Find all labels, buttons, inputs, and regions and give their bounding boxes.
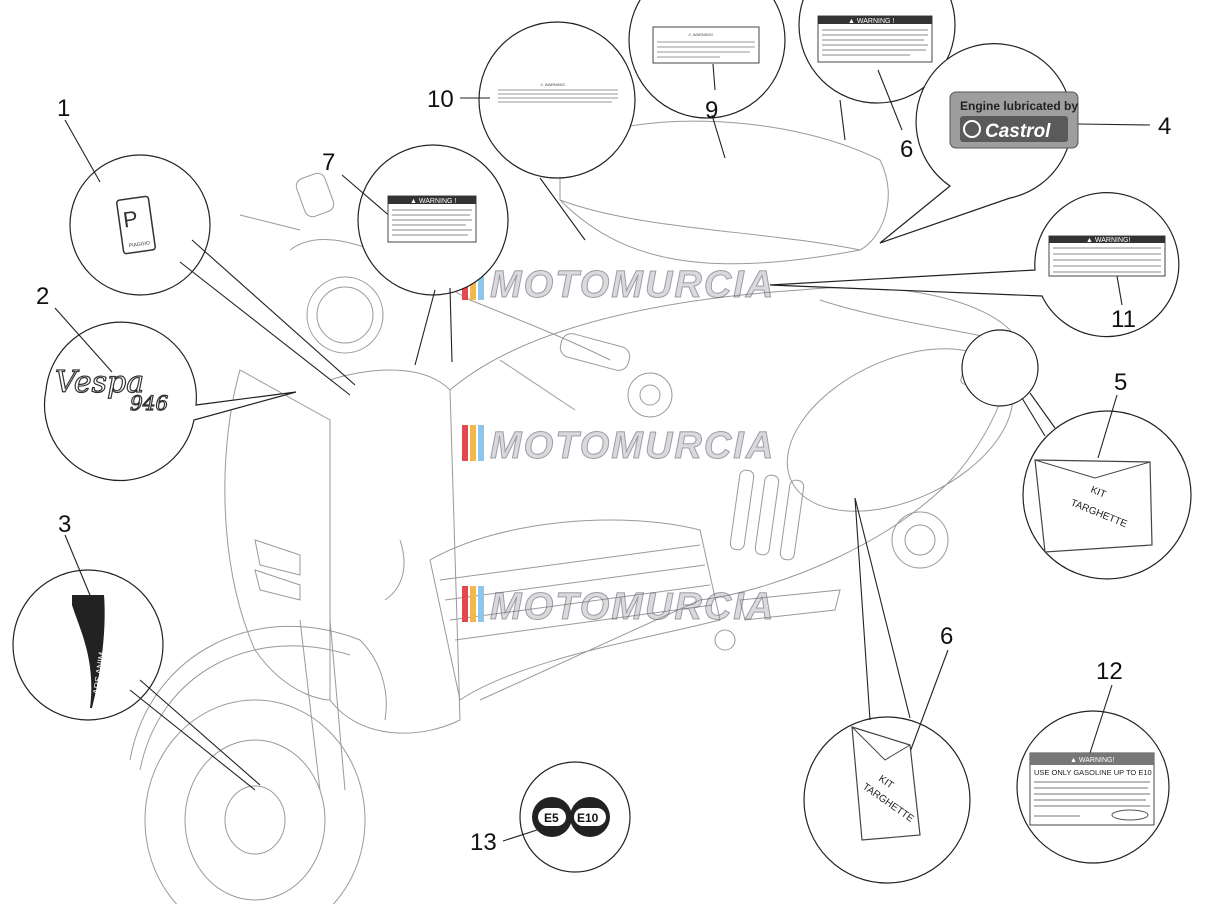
- warning-heading: ▲ WARNING !: [848, 18, 894, 25]
- watermark-stripe: [462, 586, 468, 622]
- callout-11[interactable]: ▲ WARNING! 11: [769, 192, 1180, 338]
- castrol-label: Engine lubricated by Castrol: [949, 91, 1079, 149]
- fuel-compat-marks: E5 E10: [532, 797, 610, 837]
- callout-number: 9: [705, 97, 718, 124]
- castrol-line1: Engine lubricated by: [960, 99, 1078, 113]
- seat: [559, 120, 889, 251]
- watermark-logo: MOTOMURCIA: [462, 425, 775, 468]
- floorboard: [429, 519, 721, 701]
- watermark-stripe: [478, 586, 484, 622]
- warning-label-11: ▲ WARNING!: [1048, 235, 1166, 277]
- kit-text-line1: KIT: [1089, 485, 1108, 501]
- watermark-stripe: [462, 425, 468, 461]
- callout-number: 10: [427, 86, 454, 113]
- callout-4[interactable]: Engine lubricated by Castrol 4: [879, 43, 1171, 244]
- callout-7[interactable]: ▲ WARNING ! 6: [798, 0, 956, 163]
- callout-number: 12: [1096, 658, 1123, 685]
- callout-13[interactable]: E5 E10 13: [470, 761, 631, 873]
- warning-heading: ▲ WARNING!: [1070, 757, 1114, 764]
- callout-number: 7: [322, 149, 335, 176]
- fuel-mark-left: E5: [544, 811, 559, 825]
- callout-number: 2: [36, 283, 49, 310]
- vespa-script: Vespa: [55, 365, 144, 400]
- watermark-stripe: [478, 264, 484, 300]
- piaggio-badge: P PIAGGIO: [116, 195, 156, 255]
- castrol-brand: Castrol: [985, 121, 1051, 142]
- handlebar: [289, 239, 611, 361]
- warning-heading: ⚠ WARNING!: [688, 32, 713, 37]
- watermark-logo: MOTOMURCIA: [462, 264, 775, 307]
- warning-label-7: ▲ WARNING !: [817, 15, 933, 63]
- callout-10[interactable]: ⚠ WARNING! 10: [427, 21, 636, 241]
- watermark-stripe: [478, 425, 484, 461]
- body-panel: [449, 286, 1014, 701]
- callout-number: 13: [470, 829, 497, 856]
- vespa-emblem: Vespa 946: [54, 364, 169, 415]
- callout-8[interactable]: ▲ WARNING ! 7: [322, 144, 509, 366]
- callout-2[interactable]: Vespa 946 2: [36, 283, 297, 482]
- callout-number: 3: [58, 511, 71, 538]
- callout-number: 11: [1111, 306, 1136, 333]
- headlamp: [306, 276, 384, 354]
- front-fender: [129, 625, 387, 761]
- warning-12-header: [1030, 753, 1154, 765]
- watermark-group: MOTOMURCIA MOTOMURCIA MOTOMURCIA: [462, 264, 775, 629]
- piaggio-badge-text: PIAGGIO: [128, 240, 150, 249]
- callout-number: 6: [940, 623, 953, 650]
- piaggio-badge-letter: P: [121, 206, 139, 233]
- warning-heading: ⚠ WARNING!: [540, 82, 565, 87]
- callout-5[interactable]: KIT TARGHETTE 5: [961, 329, 1192, 580]
- callout-number: 4: [1158, 113, 1171, 140]
- warning-12-body: USE ONLY GASOLINE UP TO E10: [1034, 768, 1152, 777]
- fuel-mark-right: E10: [577, 811, 599, 825]
- front-shield: [224, 369, 331, 701]
- callout-6[interactable]: KIT TARGHETTE 6: [803, 497, 971, 884]
- callout-number: 5: [1114, 369, 1127, 396]
- front-wheel: [144, 699, 366, 904]
- watermark-text: MOTOMURCIA: [490, 586, 775, 628]
- watermark-text: MOTOMURCIA: [490, 425, 775, 467]
- watermark-stripe: [470, 425, 476, 461]
- castrol-brand-box: [960, 116, 1068, 142]
- callout-1[interactable]: P PIAGGIO 1: [57, 95, 356, 396]
- castrol-logo-icon: [963, 120, 981, 138]
- warning-label-9: ⚠ WARNING!: [652, 26, 760, 64]
- watermark-stripe: [470, 586, 476, 622]
- callout-number: 1: [57, 95, 70, 122]
- callout-9[interactable]: ⚠ WARNING! 9: [628, 0, 786, 159]
- warning-label-8: ▲ WARNING !: [387, 195, 477, 243]
- callout-12[interactable]: ▲ WARNING! USE ONLY GASOLINE UP TO E10 1…: [1016, 658, 1170, 864]
- scooter-outline: [129, 120, 1014, 904]
- callout-3[interactable]: ARS ANIM 3: [12, 511, 261, 791]
- watermark-logo: MOTOMURCIA: [462, 586, 775, 629]
- kit-pouch-5: KIT TARGHETTE: [1034, 459, 1153, 553]
- warning-label-10: ⚠ WARNING!: [498, 82, 618, 103]
- warning-label-12: ▲ WARNING! USE ONLY GASOLINE UP TO E10: [1029, 752, 1155, 826]
- kit-pouch-6: KIT TARGHETTE: [851, 726, 921, 841]
- warning-heading: ▲ WARNING!: [1086, 237, 1130, 244]
- callout-number: 6: [900, 136, 913, 163]
- warning-heading: ▲ WARNING !: [410, 198, 456, 205]
- watermark-text: MOTOMURCIA: [490, 264, 775, 306]
- vespa-model-number: 946: [130, 391, 168, 415]
